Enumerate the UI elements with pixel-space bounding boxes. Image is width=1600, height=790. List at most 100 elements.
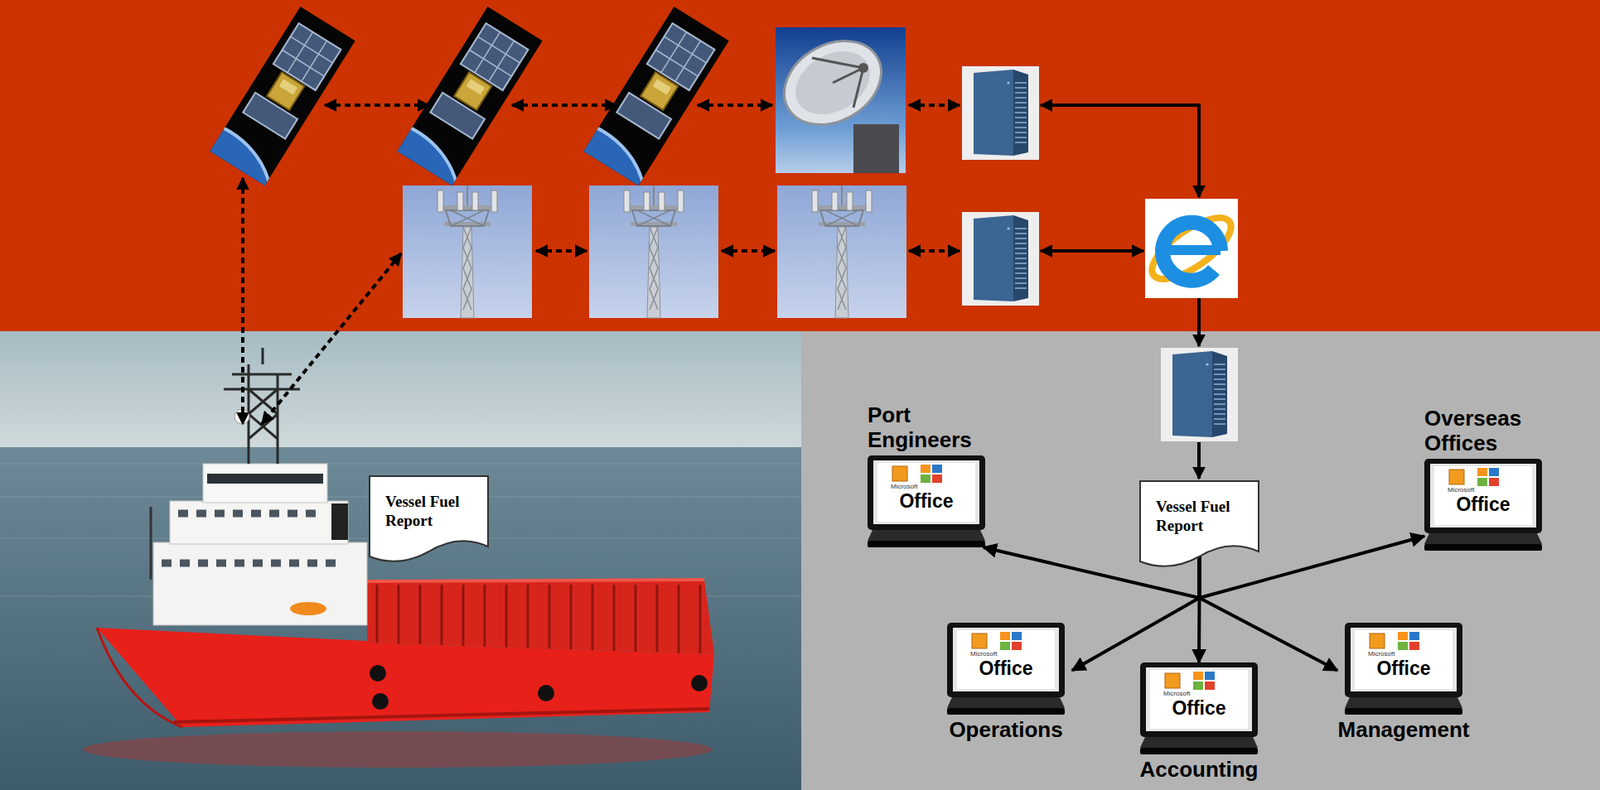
logo-square xyxy=(1397,632,1408,641)
ship-rail xyxy=(367,580,705,582)
document-node: Vessel Fuel Report xyxy=(368,475,489,566)
hull-boot xyxy=(174,709,710,723)
dish-base xyxy=(853,124,900,174)
ship-bridge xyxy=(203,464,328,503)
laptop-label: Management xyxy=(1337,717,1470,743)
logo-square xyxy=(1477,468,1488,477)
lifeboat xyxy=(290,602,327,616)
laptop-icon: MicrosoftOffice xyxy=(947,623,1065,716)
laptop-label: Port Engineers xyxy=(867,402,986,453)
brand-text: Microsoft xyxy=(1434,486,1533,494)
fender xyxy=(537,685,555,702)
screen-texts: MicrosoftOffice xyxy=(1354,650,1453,680)
laptop-icon: MicrosoftOffice xyxy=(867,455,986,548)
screen-bezel xyxy=(867,455,986,531)
dish-reflector xyxy=(768,24,896,142)
fender xyxy=(369,665,387,682)
ship-reflection xyxy=(82,731,713,769)
logo-square xyxy=(1204,671,1215,681)
brand-text: Microsoft xyxy=(1354,650,1453,658)
laptop-node: Overseas OfficesMicrosoftOffice xyxy=(1424,406,1542,552)
ship-exhaust xyxy=(331,503,349,541)
flow-arrow xyxy=(1072,556,1200,672)
screen-texts: MicrosoftOffice xyxy=(1434,486,1533,516)
product-text: Office xyxy=(1434,493,1533,516)
solid-link xyxy=(1197,298,1201,347)
screen-bezel xyxy=(1424,459,1542,534)
browser-bar xyxy=(1164,245,1221,256)
laptop-base xyxy=(867,541,986,548)
product-text: Office xyxy=(1150,697,1248,720)
laptop-icon: MicrosoftOffice xyxy=(1140,662,1258,755)
dish-struts xyxy=(812,58,864,108)
screen-bezel xyxy=(1344,623,1463,698)
logo-square xyxy=(1409,632,1420,641)
sea-ripples xyxy=(0,464,802,597)
app-icon xyxy=(971,633,987,649)
dotted-link xyxy=(512,103,617,107)
screen-page xyxy=(957,630,1055,690)
logo-square xyxy=(1000,632,1011,641)
dotted-link xyxy=(697,103,773,107)
document-node: Vessel Fuel Report xyxy=(1139,480,1260,571)
keyboard-deck xyxy=(1344,697,1463,709)
product-text: Office xyxy=(877,490,976,513)
logo-square xyxy=(1193,671,1204,681)
laptop-base xyxy=(1424,544,1542,552)
logo-square xyxy=(1011,632,1022,641)
ship-upper-deck xyxy=(169,501,349,545)
bow-line xyxy=(96,628,183,728)
server xyxy=(961,212,1040,306)
cell-tower xyxy=(777,185,907,319)
dotted-link xyxy=(324,103,430,107)
cell-tower xyxy=(402,185,532,319)
logo-square xyxy=(932,474,943,484)
screen-page xyxy=(877,463,976,523)
cell-tower xyxy=(589,185,719,319)
product-text: Office xyxy=(1354,657,1453,680)
app-icon xyxy=(892,466,908,482)
ship-bulwark xyxy=(367,580,715,655)
brand-text: Microsoft xyxy=(877,483,976,491)
doc-title: Vessel Fuel Report xyxy=(1155,497,1248,536)
screen xyxy=(952,628,1059,692)
ship-mast xyxy=(223,348,300,465)
screen xyxy=(1350,628,1457,692)
fender xyxy=(372,693,389,711)
laptop-label: Accounting xyxy=(1132,757,1266,783)
ship-windows xyxy=(161,513,336,564)
laptop-icon: MicrosoftOffice xyxy=(1344,623,1463,716)
dish-feed xyxy=(858,62,869,73)
screen-texts: MicrosoftOffice xyxy=(1150,690,1248,720)
logo-square xyxy=(1204,681,1215,691)
browser-icon-ground xyxy=(1145,198,1238,299)
screen xyxy=(873,460,980,525)
logo-square xyxy=(1011,642,1022,651)
laptop-label: Operations xyxy=(939,717,1073,743)
solid-link xyxy=(1040,105,1199,198)
ship-deckhouse xyxy=(153,542,368,626)
logo-square xyxy=(1397,642,1408,651)
brand-text: Microsoft xyxy=(1150,690,1248,698)
dotted-link xyxy=(721,249,775,253)
document-shape xyxy=(1140,481,1259,567)
wireless-links xyxy=(242,105,960,425)
logo-square xyxy=(920,464,931,474)
photo-sea xyxy=(0,447,802,790)
logo-square xyxy=(1193,681,1204,691)
doc-title: Vessel Fuel Report xyxy=(385,492,478,531)
laptop-node: MicrosoftOfficeAccounting xyxy=(1132,662,1266,783)
dotted-link xyxy=(536,249,587,253)
screen-page xyxy=(1434,466,1533,526)
office-panel xyxy=(801,331,1600,790)
logo-square xyxy=(1477,478,1488,487)
dish-inner xyxy=(783,38,881,128)
app-icon xyxy=(1449,469,1465,485)
screen-page xyxy=(1354,630,1453,690)
app-icon xyxy=(1369,633,1385,649)
logo-square xyxy=(920,474,931,484)
screen-texts: MicrosoftOffice xyxy=(957,650,1055,680)
laptop-node: Port EngineersMicrosoftOffice xyxy=(867,402,986,548)
logo-square xyxy=(1000,642,1011,651)
